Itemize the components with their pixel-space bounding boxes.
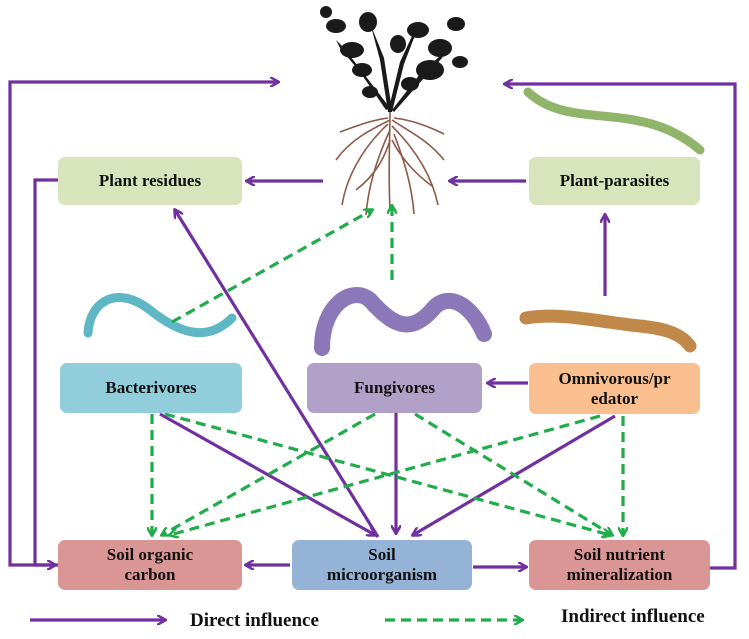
node-soil-microorganism: Soil microorganism (292, 540, 472, 590)
arrow-organic-carbon-to-plant (8, 82, 278, 567)
arrow-fungivores-to-organic-carbon (162, 412, 376, 535)
plant-parasite-nematode-icon (523, 87, 705, 155)
node-plant-parasites: Plant-parasites (529, 157, 700, 205)
legend-direct-label: Direct influence (190, 610, 319, 631)
arrow-bacterivores-to-plant (171, 210, 372, 324)
node-bacterivores: Bacterivores (60, 363, 242, 413)
arrow-bacterivores-to-microorganism (159, 412, 375, 535)
node-fungivores: Fungivores (307, 363, 482, 413)
arrow-microorganism-to-residues (175, 210, 380, 538)
node-soil-organic-carbon: Soil organic carbon (58, 540, 242, 590)
arrow-fungivores-to-nutrient (414, 412, 612, 535)
arrow-nutrient-to-plant (505, 84, 737, 570)
arrow-residues-to-organic-carbon (33, 178, 58, 565)
bacterivore-nematode-icon (83, 293, 237, 338)
arrow-predator-to-organic-carbon (170, 414, 601, 535)
fungivore-nematode-icon (314, 287, 492, 356)
plant-icon (320, 6, 468, 216)
direct-arrows (8, 82, 737, 570)
node-plant-residues: Plant residues (58, 157, 242, 205)
legend-indirect-label: Indirect influence (561, 606, 705, 627)
arrow-bacterivores-to-nutrient (164, 412, 610, 535)
indirect-arrows (152, 206, 623, 535)
predator-nematode-icon (519, 309, 697, 353)
node-soil-nutrient-mineralization: Soil nutrient mineralization (529, 540, 710, 590)
node-omnivorous-predator: Omnivorous/pr edator (529, 363, 700, 414)
